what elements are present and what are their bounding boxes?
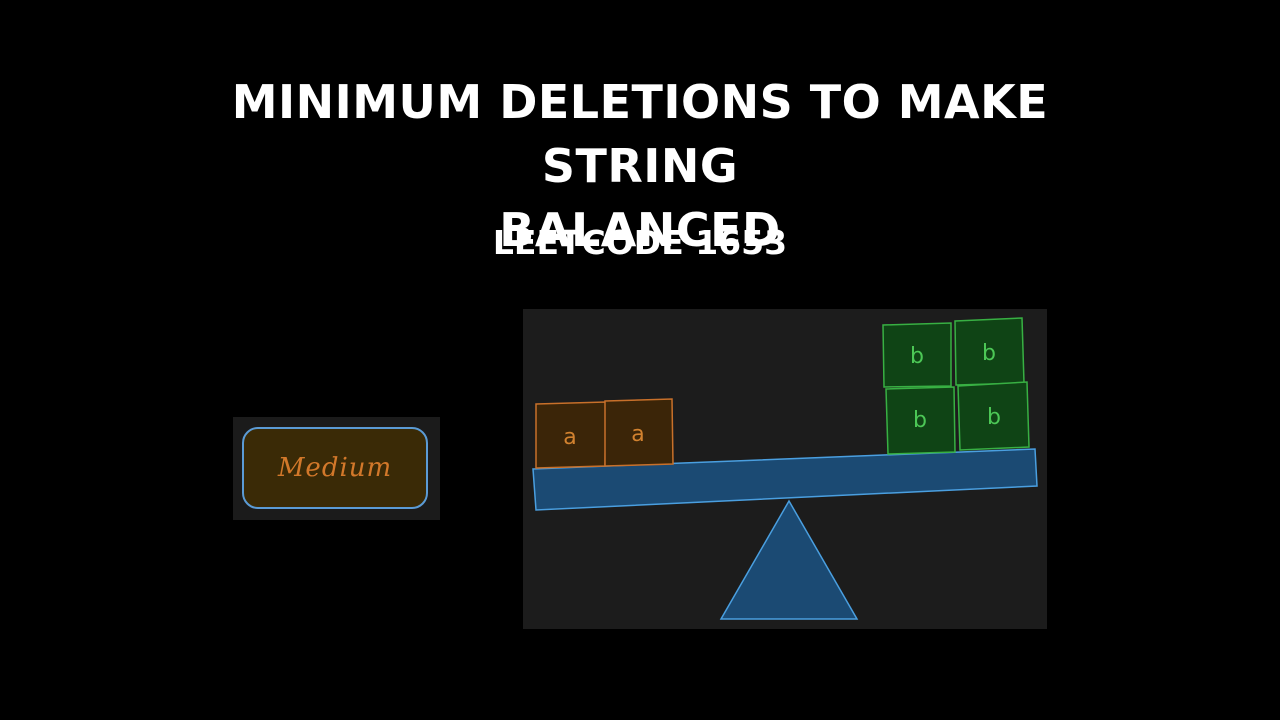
block-b-4: b <box>957 381 1030 451</box>
block-b-3-label: b <box>913 408 927 433</box>
difficulty-badge: Medium <box>242 427 428 509</box>
block-a-1-label: a <box>563 425 576 450</box>
block-b-2-label: b <box>982 341 996 366</box>
block-a-2: a <box>604 398 674 467</box>
block-a-1: a <box>535 401 607 469</box>
problem-number: LEETCODE 1653 <box>492 223 788 262</box>
block-b-4-label: b <box>987 405 1001 430</box>
title-line-1: MINIMUM DELETIONS TO MAKE STRING <box>231 75 1049 193</box>
page-title: MINIMUM DELETIONS TO MAKE STRING BALANCE… <box>140 70 1140 262</box>
block-a-2-label: a <box>631 422 644 447</box>
difficulty-panel: Medium <box>233 417 440 520</box>
block-b-1: b <box>882 322 952 388</box>
block-b-1-label: b <box>910 344 924 369</box>
seesaw-illustration: a a b b b b <box>523 309 1047 629</box>
fulcrum-triangle-icon <box>719 499 859 620</box>
difficulty-label: Medium <box>277 453 393 483</box>
seesaw-svg: a a b b b b <box>532 317 1038 620</box>
block-b-2: b <box>954 317 1025 386</box>
title-line-2: BALANCED <box>499 203 781 257</box>
block-b-3: b <box>885 386 956 455</box>
